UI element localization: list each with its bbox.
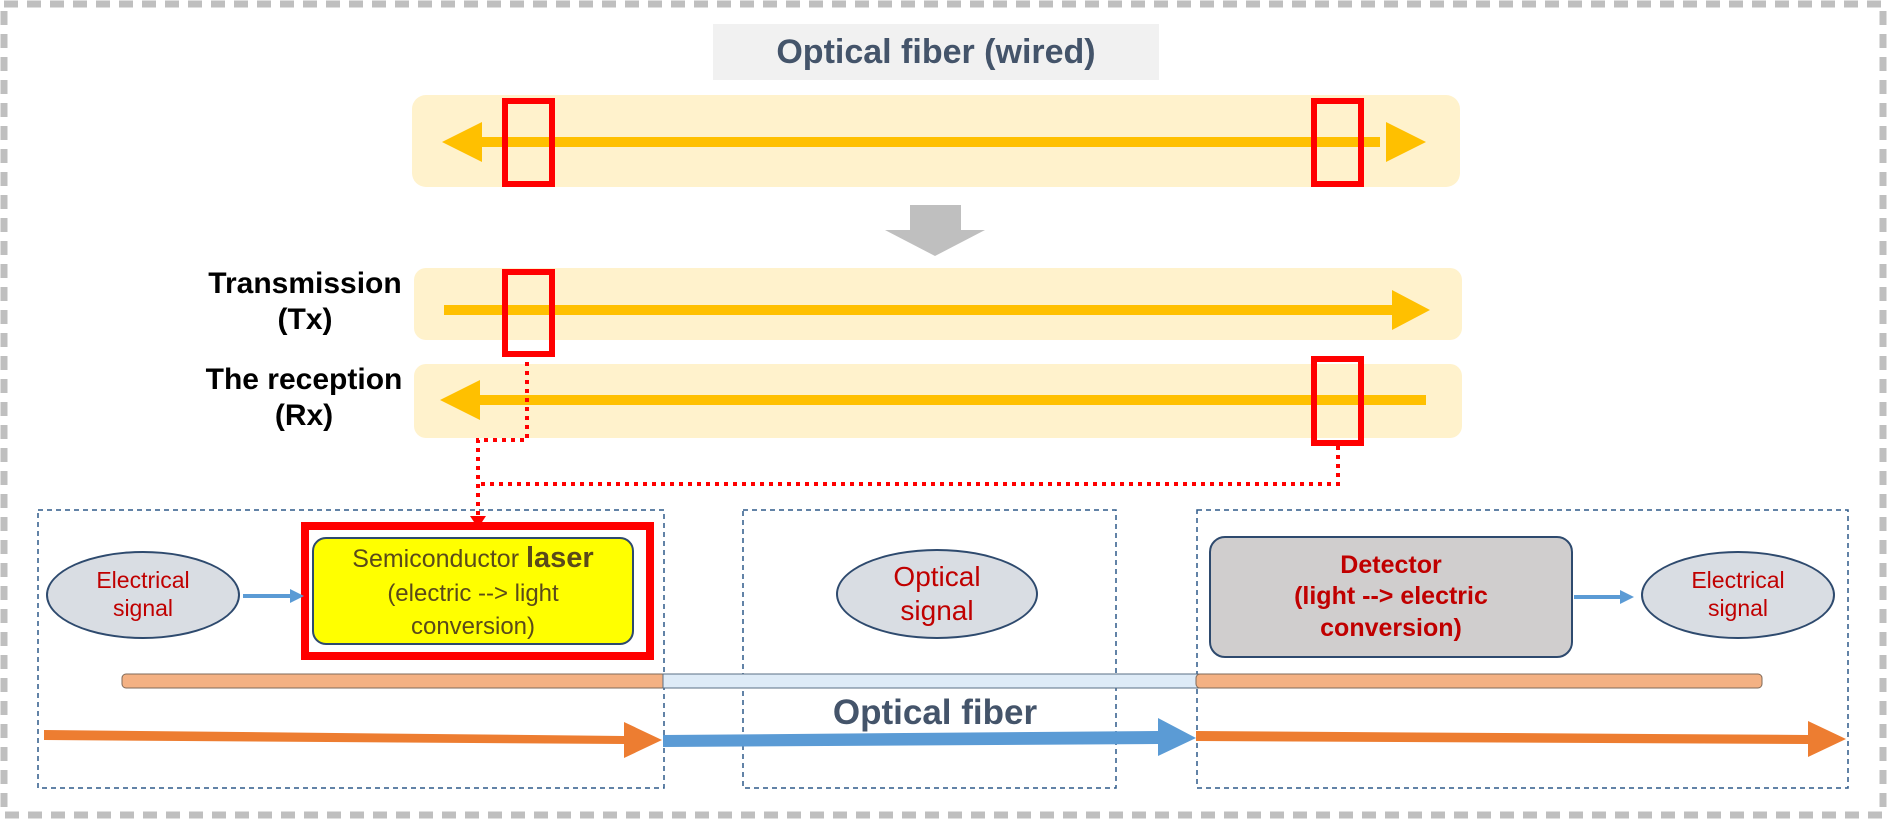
optical-signal-line1: Optical xyxy=(893,561,981,593)
laser-line3: conversion) xyxy=(410,612,536,640)
tx-arrowhead xyxy=(1392,290,1430,330)
gold-arrowhead-left xyxy=(442,122,482,162)
input-blue-arrowhead xyxy=(290,589,304,603)
laser-title-prefix: Semiconductor xyxy=(352,545,526,574)
cable-left-copper xyxy=(121,673,667,689)
electrical-signal-output-line2: signal xyxy=(1707,595,1769,621)
left-section-box xyxy=(37,509,665,789)
tx-label-line1: Transmission xyxy=(208,267,402,300)
electrical-signal-output-line1: Electrical xyxy=(1691,567,1785,594)
detector-line3: conversion) xyxy=(1320,613,1462,642)
electrical-output-arrow xyxy=(1196,721,1846,757)
laser-highlight-box xyxy=(301,522,654,660)
electrical-signal-output-ellipse: Electrical signal xyxy=(1641,551,1835,639)
electrical-input-arrow xyxy=(44,722,662,758)
tx-band xyxy=(414,268,1462,340)
optical-signal-line2: signal xyxy=(900,595,974,626)
tx-label-line2: (Tx) xyxy=(277,303,333,336)
electrical-signal-input-line1: Electrical xyxy=(96,567,190,594)
diagram-title: Optical fiber (wired) xyxy=(713,24,1159,80)
highlight-box-left xyxy=(502,98,555,187)
optical-signal-arrow xyxy=(663,718,1196,756)
semiconductor-laser-box: Semiconductor laser (electric --> light … xyxy=(312,537,634,645)
detector-box: Detector (light --> electric conversion) xyxy=(1209,536,1573,658)
electrical-signal-input-line2: signal xyxy=(112,595,174,621)
rx-highlight-box xyxy=(1311,356,1364,446)
electrical-signal-input-ellipse: Electrical signal xyxy=(46,551,240,639)
rx-dotted-connector xyxy=(478,446,1340,486)
optical-signal-ellipse: Optical signal xyxy=(836,549,1038,639)
laser-line2: (electric --> light xyxy=(387,580,559,608)
optical-fiber-label: Optical fiber xyxy=(832,693,1038,732)
detector-line2: (light --> electric xyxy=(1294,582,1488,611)
tx-dotted-connector xyxy=(476,362,529,518)
rx-label: The reception (Rx) xyxy=(190,362,418,434)
rx-arrowhead xyxy=(440,380,480,420)
laser-title: Semiconductor laser xyxy=(352,539,593,578)
down-arrow xyxy=(885,205,985,256)
rx-label-line2: (Rx) xyxy=(274,399,334,432)
output-blue-arrowhead xyxy=(1620,590,1634,604)
cable-right-copper xyxy=(1195,673,1763,689)
cable-core-fiber xyxy=(662,673,1200,689)
tx-label: Transmission (Tx) xyxy=(196,266,414,338)
right-section-box xyxy=(1196,509,1849,789)
highlight-box-right xyxy=(1311,98,1364,187)
tx-highlight-box xyxy=(502,269,555,357)
detector-line1: Detector xyxy=(1340,551,1442,580)
gold-arrowhead-right xyxy=(1386,122,1426,162)
rx-label-line1: The reception xyxy=(205,363,403,396)
middle-section-box xyxy=(742,509,1117,789)
laser-title-bold: laser xyxy=(525,542,594,575)
